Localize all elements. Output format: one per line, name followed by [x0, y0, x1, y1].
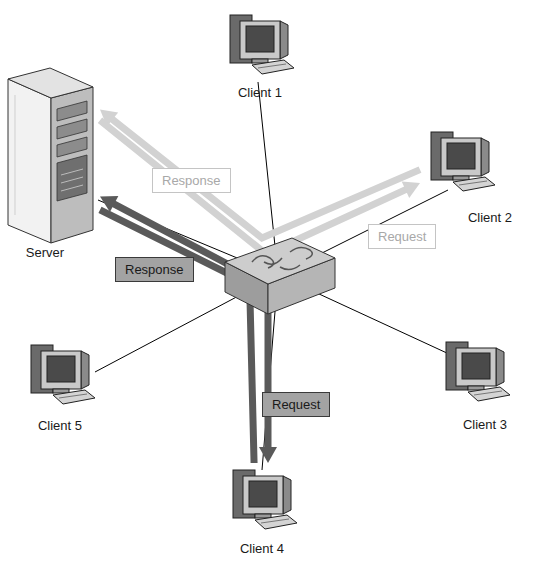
message-label: Response: [152, 168, 231, 193]
switch-top: [225, 238, 335, 284]
computer-illustration: [227, 468, 299, 536]
arrow-head: [402, 182, 420, 198]
arrow-line: [111, 118, 420, 238]
switch-symbol: [264, 258, 282, 264]
client-node: Client 3: [435, 335, 520, 435]
node-label: Client 3: [450, 417, 520, 432]
message-label: Response: [115, 257, 194, 282]
client-node: Client 5: [15, 338, 105, 435]
node-label: Client 4: [222, 541, 302, 556]
node-label: Client 2: [455, 210, 525, 225]
arrow-line: [100, 120, 407, 254]
switch-symbol: [290, 247, 312, 259]
server-illustration: [5, 65, 97, 249]
arrow-head: [100, 110, 118, 127]
wire: [262, 275, 278, 470]
client-node: Client 4: [222, 463, 302, 558]
wire: [278, 190, 448, 275]
message-label: Request: [368, 224, 436, 249]
switch-symbol: [280, 265, 300, 270]
server-icon: [5, 65, 97, 245]
arrow-line: [100, 210, 268, 449]
node-label: Client 5: [25, 418, 95, 433]
computer-illustration: [25, 343, 97, 411]
client-node: Client 1: [220, 10, 300, 102]
computer-illustration: [440, 340, 512, 408]
message-label: Request: [262, 392, 330, 417]
node-label: Server: [10, 245, 80, 260]
message-arrow: [100, 196, 254, 463]
wire: [95, 275, 278, 372]
switch-face: [225, 262, 268, 314]
computer-icon: [227, 468, 299, 532]
wire: [258, 82, 278, 275]
switch-symbol: [252, 256, 274, 268]
switch-face: [268, 258, 335, 314]
node-label: Client 1: [220, 85, 300, 100]
wire: [278, 275, 462, 360]
arrow-head: [259, 447, 277, 463]
computer-icon: [224, 13, 296, 77]
computer-icon: [425, 130, 497, 194]
client-node: Client 2: [420, 128, 525, 228]
arrow-head: [100, 196, 118, 212]
computer-icon: [25, 343, 97, 407]
computer-illustration: [224, 13, 296, 81]
server-node: Server: [5, 65, 100, 265]
arrow-line: [112, 203, 254, 463]
message-arrow: [100, 110, 420, 238]
message-arrow: [100, 210, 277, 463]
computer-illustration: [425, 130, 497, 198]
computer-icon: [440, 340, 512, 404]
